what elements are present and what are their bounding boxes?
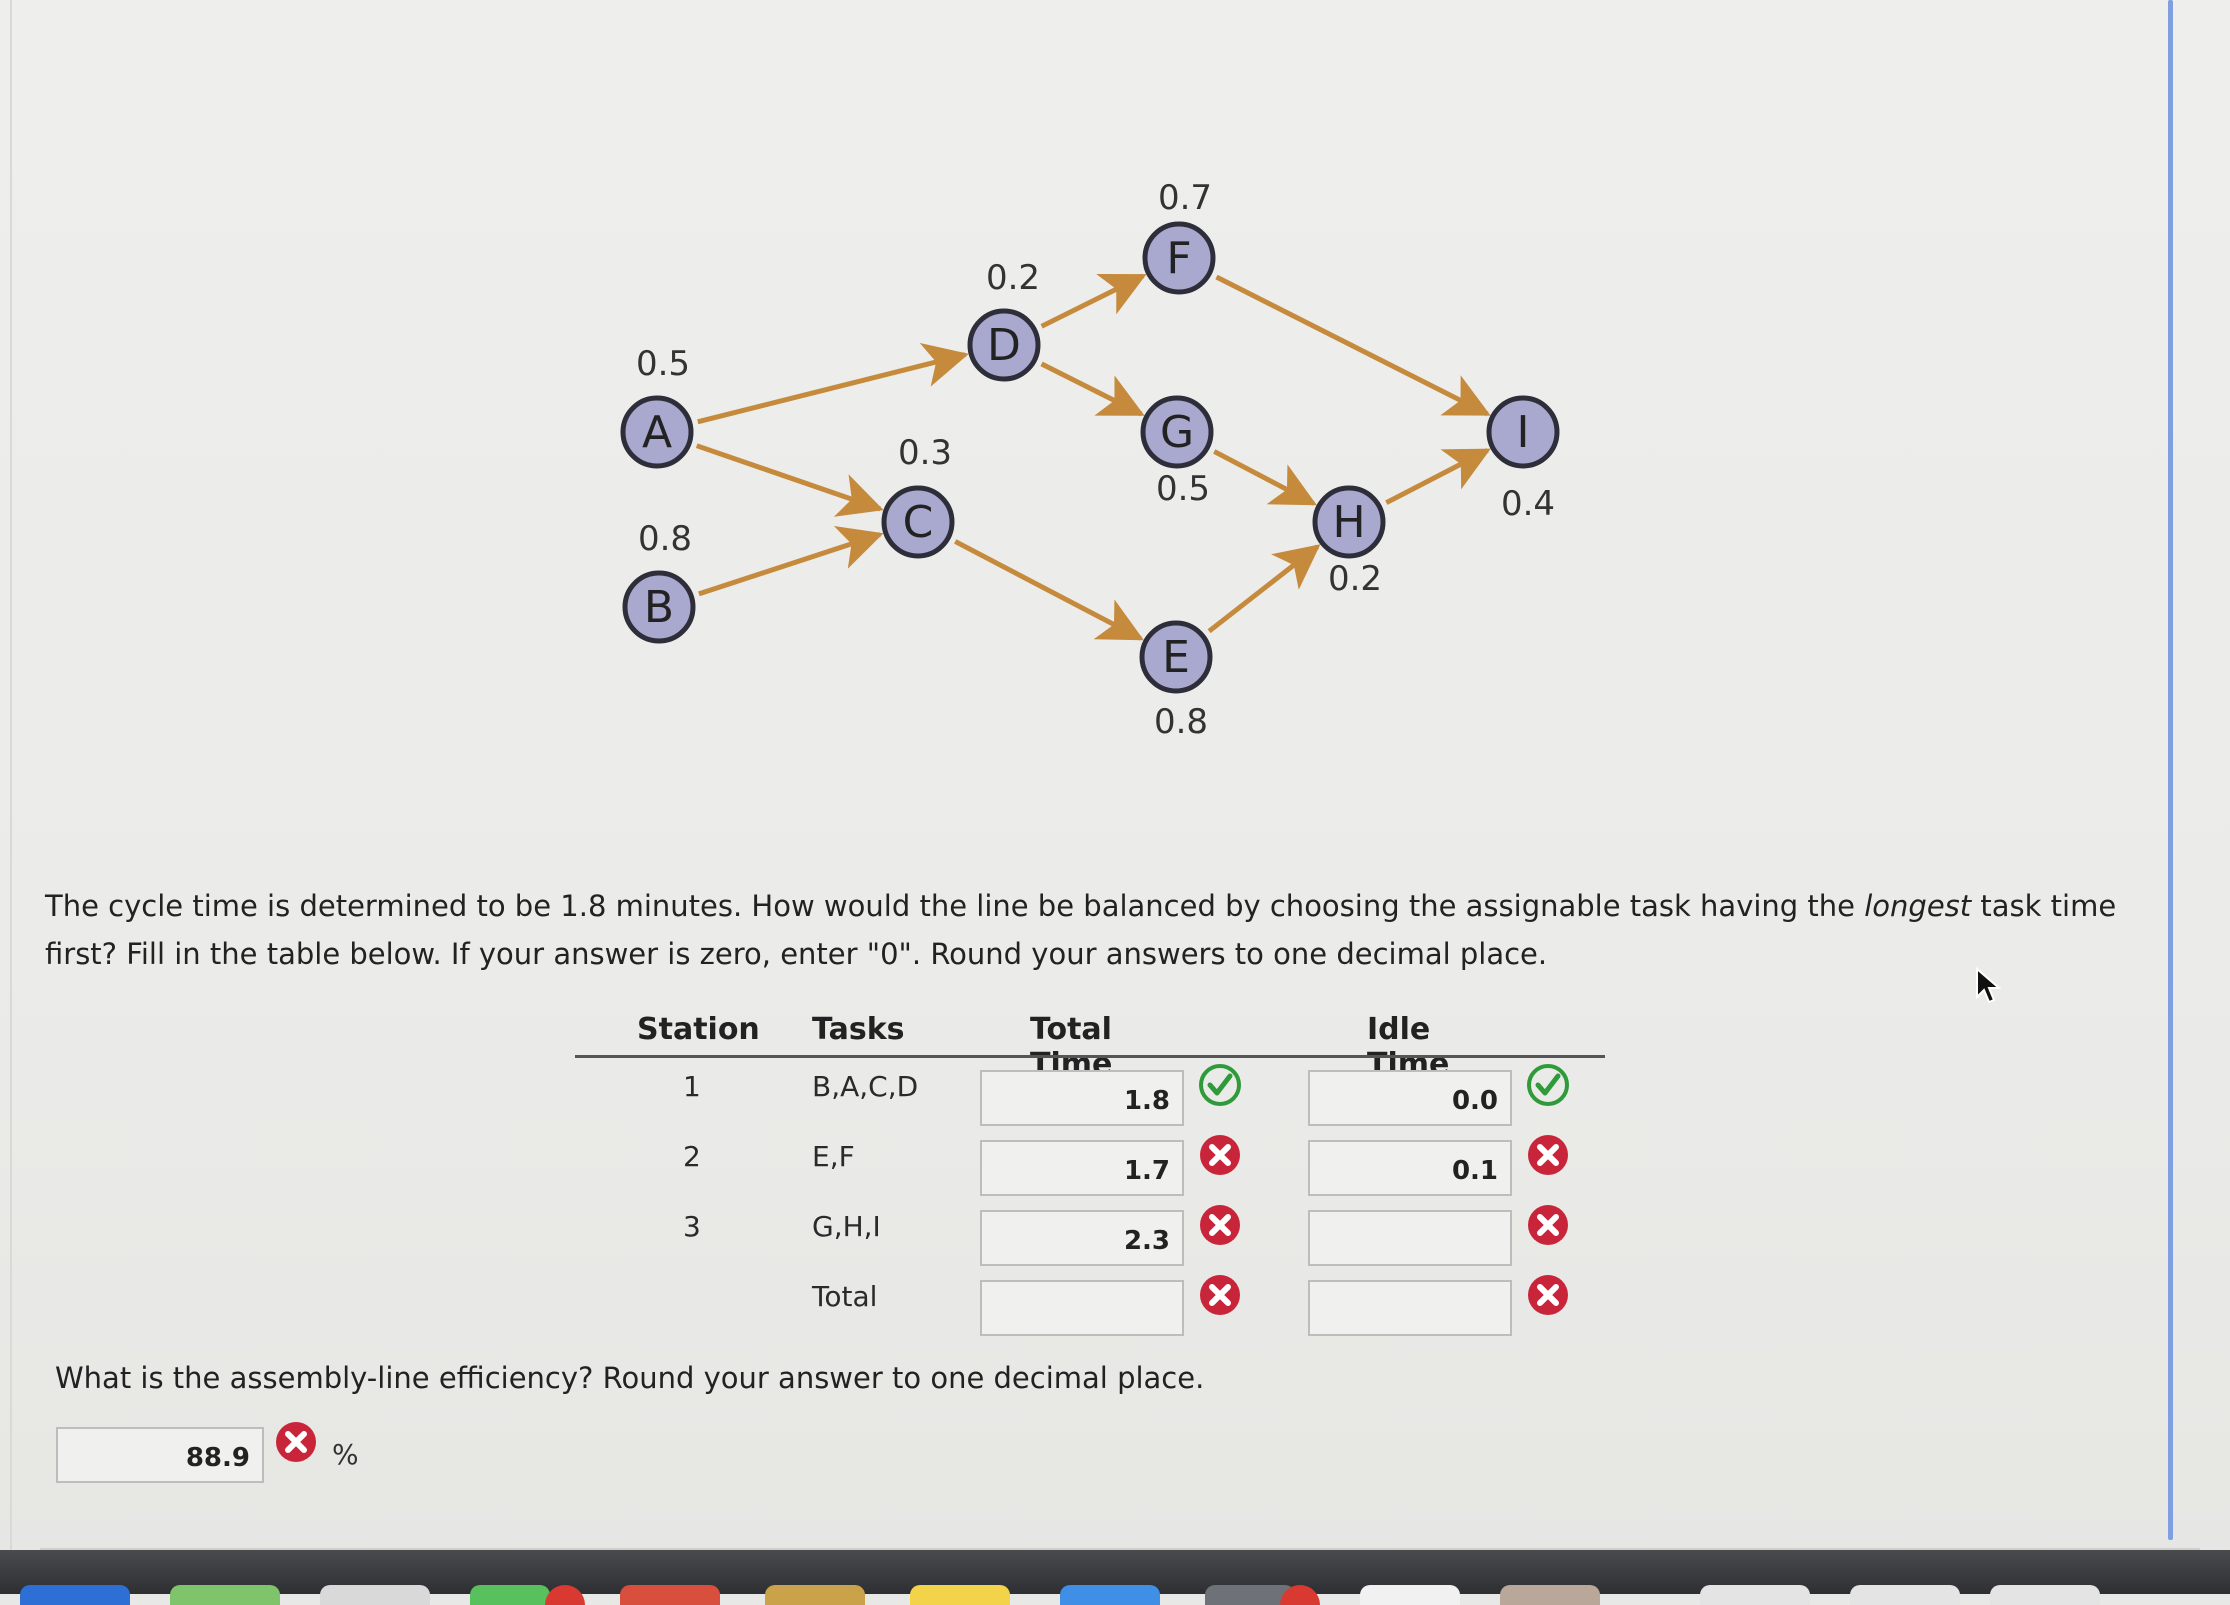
node-b <box>622 570 696 644</box>
question-part2: task time first? Fill in the table below… <box>45 889 2117 971</box>
percent-unit: % <box>332 1438 359 1471</box>
dock-app-icon[interactable] <box>765 1585 865 1605</box>
tasks-cell: B,A,C,D <box>812 1070 919 1103</box>
node-f-duration: 0.7 <box>1158 178 1212 218</box>
edge-D-F <box>1040 273 1147 329</box>
edge-F-I <box>1215 274 1491 417</box>
node-i-duration: 0.4 <box>1501 484 1555 524</box>
node-d-label: D <box>987 320 1021 371</box>
x-circle-icon <box>1200 1135 1240 1175</box>
node-c-duration: 0.3 <box>898 433 952 473</box>
dock-app-icon[interactable] <box>620 1585 720 1605</box>
dock-app-icon[interactable] <box>1700 1585 1810 1605</box>
dock-app-icon[interactable] <box>910 1585 1010 1605</box>
dock-app-icon[interactable] <box>170 1585 280 1605</box>
dock-app-icon[interactable] <box>470 1585 550 1605</box>
node-f <box>1142 221 1216 295</box>
question-part1: The cycle time is determined to be 1.8 m… <box>45 889 1865 923</box>
idle-time-input[interactable]: 0.1 <box>1308 1140 1512 1196</box>
tasks-cell: G,H,I <box>812 1210 881 1243</box>
dock-app-icon[interactable] <box>1060 1585 1160 1605</box>
idle-time-input[interactable]: 0.0 <box>1308 1070 1512 1126</box>
node-i <box>1486 395 1560 469</box>
header-divider <box>575 1055 1605 1058</box>
x-circle-icon <box>1528 1205 1568 1245</box>
left-border <box>10 0 12 1550</box>
header-idle-time: Idle Time <box>1367 1012 1450 1082</box>
node-e <box>1139 620 1213 694</box>
efficiency-question: What is the assembly-line efficiency? Ro… <box>55 1361 1205 1395</box>
edge-G-H <box>1213 449 1317 506</box>
station-cell: 2 <box>683 1140 701 1173</box>
station-cell: 3 <box>683 1210 701 1243</box>
total-time-input[interactable]: 2.3 <box>980 1210 1184 1266</box>
page-bottom-border <box>40 1548 2200 1550</box>
x-circle-icon <box>1200 1275 1240 1315</box>
question-text: The cycle time is determined to be 1.8 m… <box>45 882 2135 978</box>
x-circle-icon <box>276 1422 316 1462</box>
edge-C-E <box>954 539 1144 641</box>
node-b-duration: 0.8 <box>638 519 692 559</box>
dock-app-icon[interactable] <box>20 1585 130 1605</box>
mouse-pointer-icon <box>1976 967 2001 1004</box>
dock-app-icon[interactable] <box>1360 1585 1460 1605</box>
edge-B-C <box>698 525 884 597</box>
dock-app-icon[interactable] <box>1500 1585 1600 1605</box>
check-circle-icon <box>1527 1064 1569 1106</box>
node-h-label: H <box>1332 497 1365 548</box>
node-a-duration: 0.5 <box>636 344 690 384</box>
header-station: Station <box>637 1012 760 1047</box>
node-h <box>1312 485 1386 559</box>
node-d <box>967 308 1041 382</box>
check-circle-icon <box>1199 1064 1241 1106</box>
node-a <box>620 395 694 469</box>
node-c <box>881 485 955 559</box>
dock-app-icon[interactable] <box>1990 1585 2100 1605</box>
node-i-label: I <box>1517 407 1530 458</box>
total-time-input[interactable]: 1.8 <box>980 1070 1184 1126</box>
edge-H-I <box>1385 448 1491 505</box>
node-f-label: F <box>1166 233 1191 284</box>
dock-app-icon[interactable] <box>1850 1585 1960 1605</box>
node-b-label: B <box>644 582 674 633</box>
node-e-label: E <box>1162 632 1190 683</box>
node-g <box>1140 395 1214 469</box>
node-e-duration: 0.8 <box>1154 702 1208 742</box>
node-g-label: G <box>1160 407 1194 458</box>
efficiency-input[interactable]: 88.9 <box>56 1427 264 1483</box>
scrollbar[interactable] <box>2168 0 2173 1540</box>
header-tasks: Tasks <box>812 1012 905 1047</box>
station-cell: 1 <box>683 1070 701 1103</box>
edge-E-H <box>1207 544 1321 634</box>
dock-app-icon[interactable] <box>320 1585 430 1605</box>
node-c-label: C <box>903 497 934 548</box>
idle-time-input[interactable] <box>1308 1210 1512 1266</box>
edge-A-D <box>697 342 969 425</box>
question-emphasis: longest <box>1864 889 1972 923</box>
node-d-duration: 0.2 <box>986 258 1040 298</box>
tasks-cell: E,F <box>812 1140 855 1173</box>
total-time-sum-input[interactable] <box>980 1280 1184 1336</box>
edge-A-C <box>695 443 884 517</box>
node-h-duration: 0.2 <box>1328 559 1382 599</box>
node-a-label: A <box>642 407 672 458</box>
x-circle-icon <box>1528 1135 1568 1175</box>
node-g-duration: 0.5 <box>1156 469 1210 509</box>
edge-D-G <box>1040 361 1145 417</box>
total-row-label: Total <box>812 1280 878 1313</box>
x-circle-icon <box>1528 1275 1568 1315</box>
x-circle-icon <box>1200 1205 1240 1245</box>
total-time-input[interactable]: 1.7 <box>980 1140 1184 1196</box>
idle-time-sum-input[interactable] <box>1308 1280 1512 1336</box>
